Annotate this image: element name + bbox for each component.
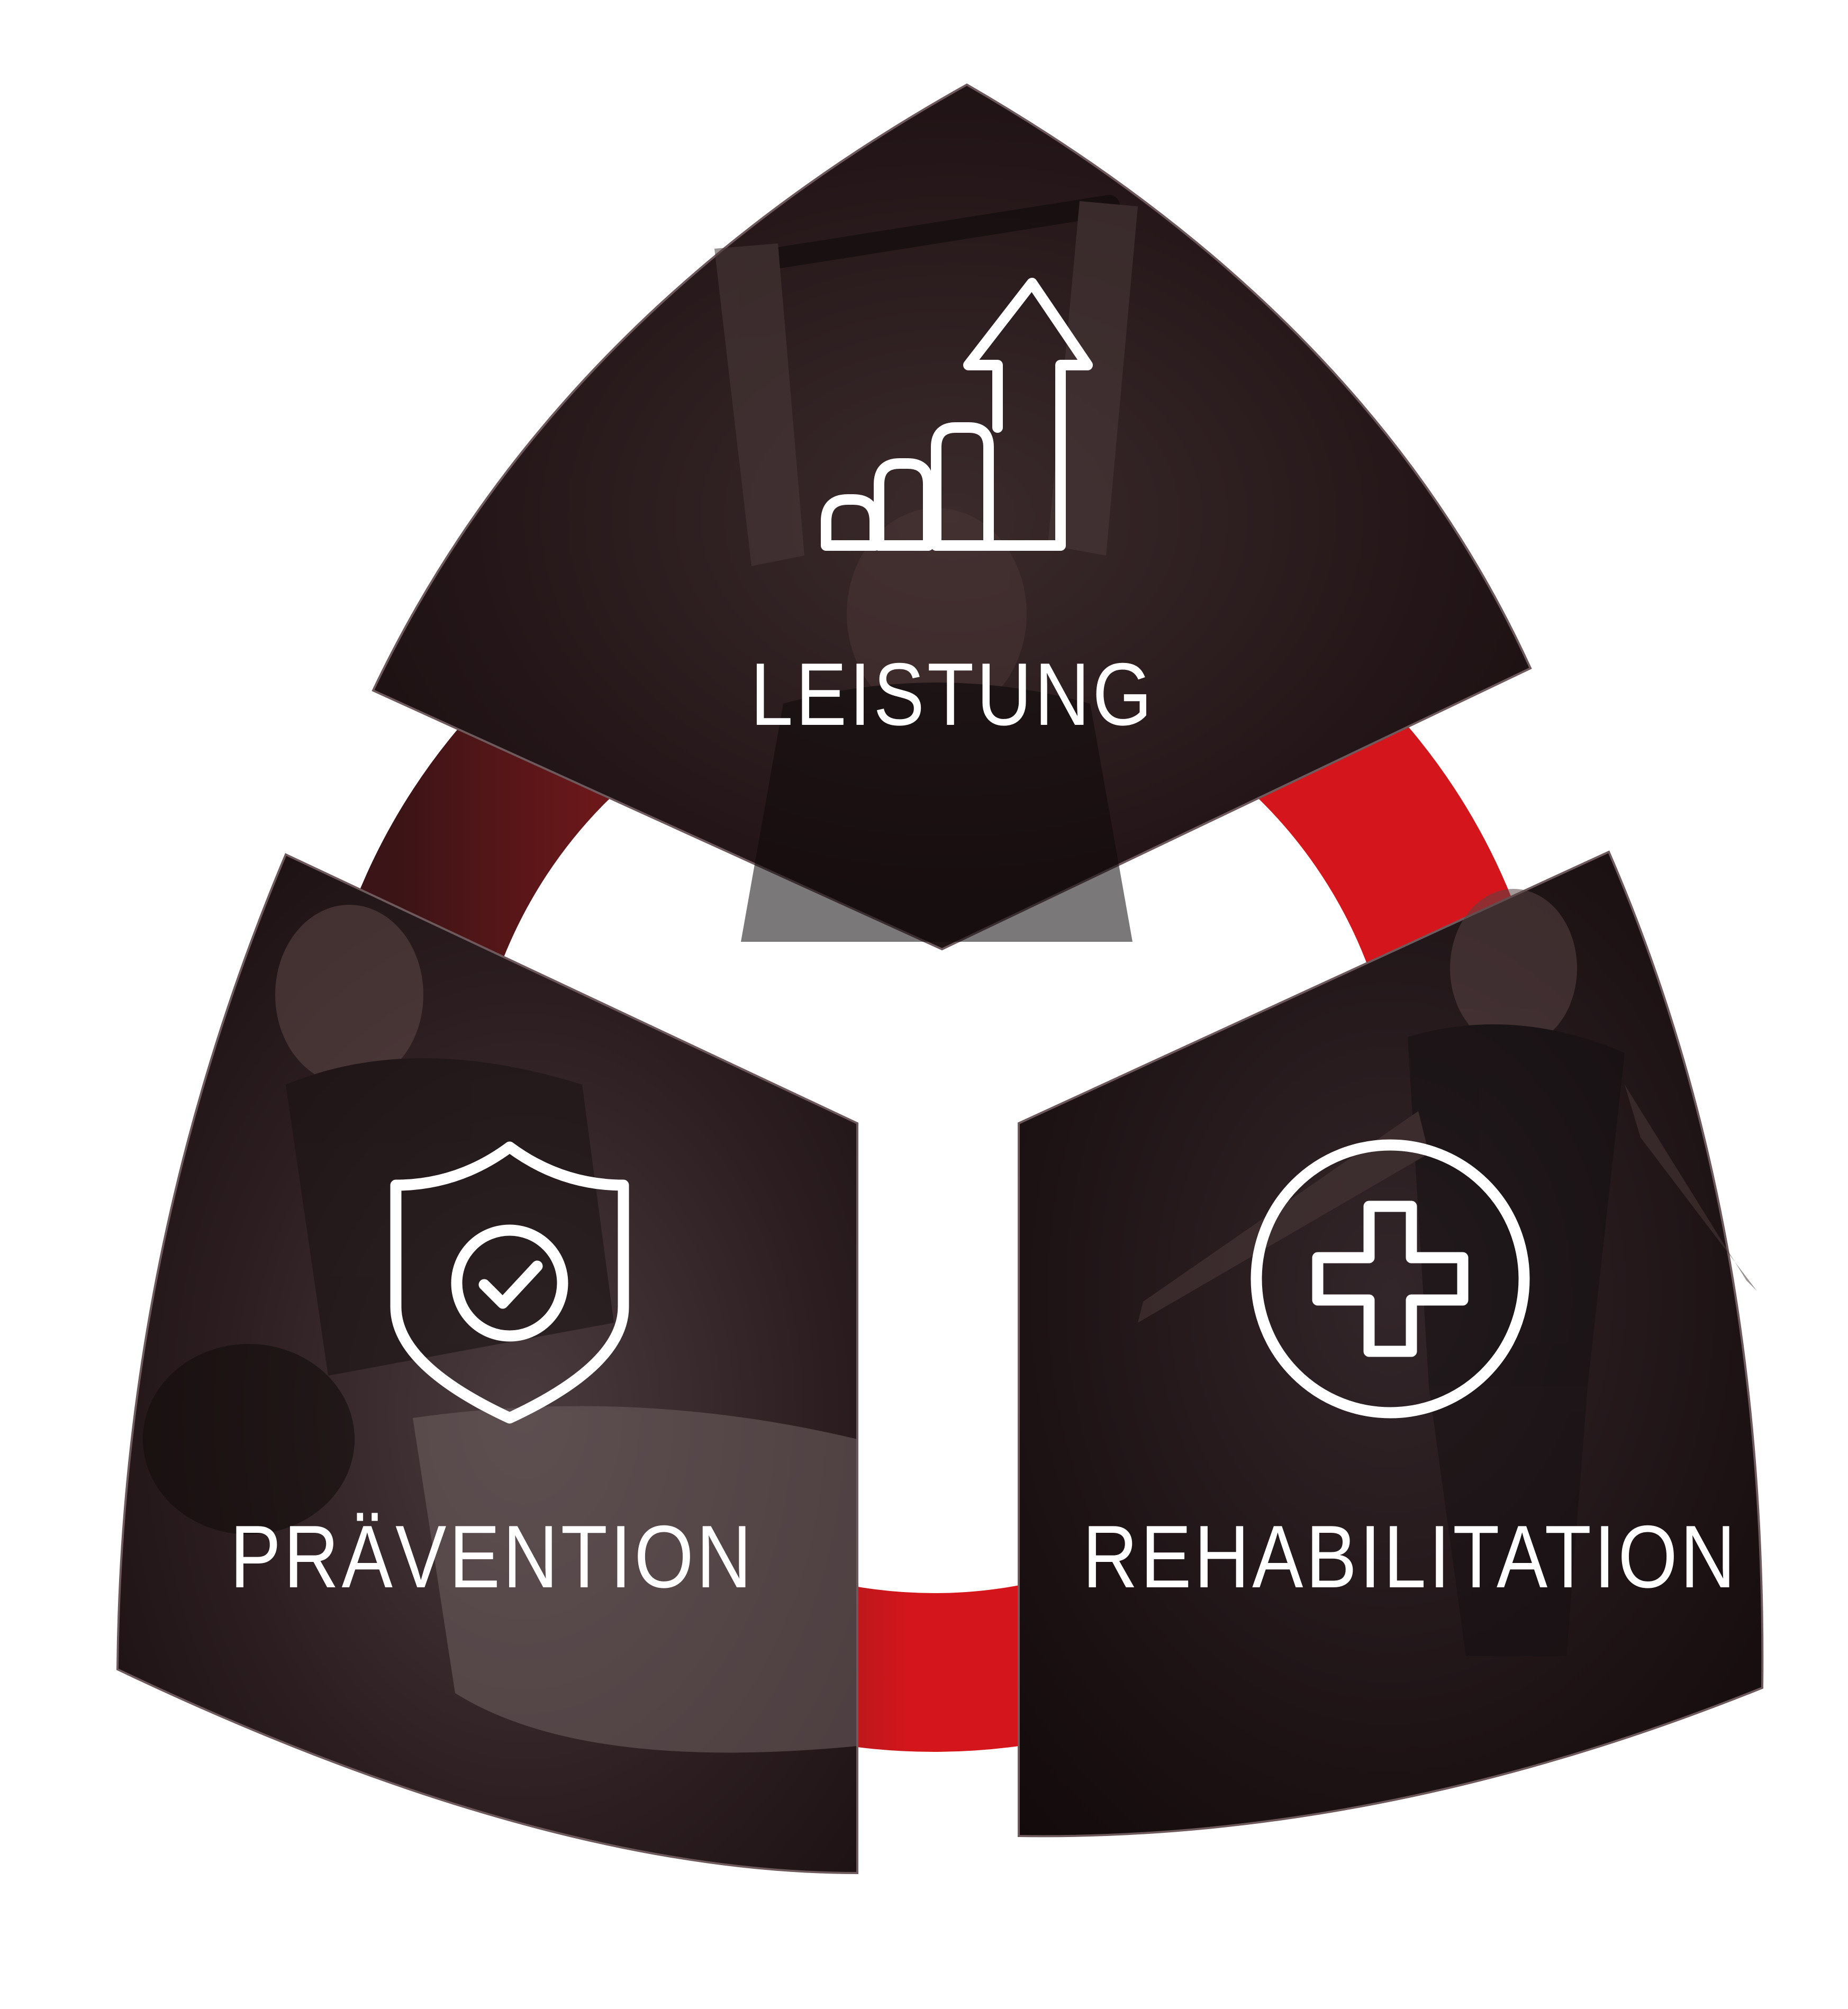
segment-rehabilitation-label: REHABILITATION — [1083, 1507, 1738, 1607]
growth-chart-arrow-icon — [821, 278, 1093, 551]
segment-praevention-label: PRÄVENTION — [230, 1507, 755, 1607]
medical-cross-circle-icon — [1251, 1139, 1530, 1419]
segment-rehabilitation-background — [1018, 850, 1764, 1838]
segment-praevention: PRÄVENTION — [116, 853, 858, 1875]
segment-praevention-photo-figure — [143, 905, 857, 1753]
segment-rehabilitation: REHABILITATION — [1018, 850, 1764, 1838]
segment-leistung-label: LEISTUNG — [750, 645, 1155, 744]
segment-leistung-photo-figure — [714, 195, 1138, 942]
shield-check-icon — [390, 1141, 629, 1424]
segment-leistung: LEISTUNG — [372, 83, 1532, 951]
